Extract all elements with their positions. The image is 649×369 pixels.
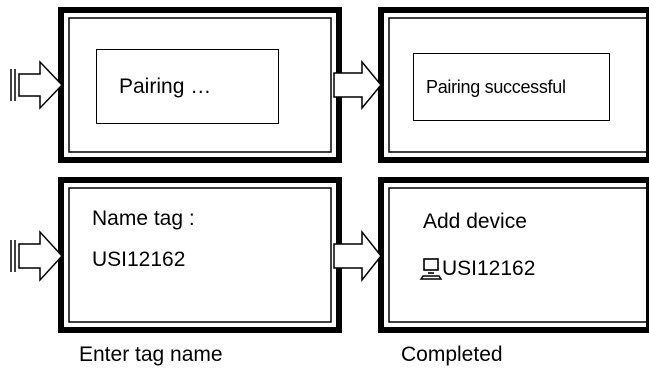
name-tag-label: Name tag : — [92, 207, 195, 230]
pairing-successful-message-box: Pairing successful — [413, 53, 610, 121]
pairing-successful-text: Pairing successful — [426, 76, 566, 97]
screen-completed-frame — [378, 177, 649, 333]
arrow-pairing-to-success — [333, 59, 382, 111]
computer-monitor-icon — [419, 258, 443, 280]
device-name: USI12162 — [442, 257, 536, 280]
pairing-message-box: Pairing … — [96, 49, 279, 124]
arrow-tag-to-completed — [333, 229, 382, 283]
entry-arrow-top — [10, 60, 64, 110]
add-device-title: Add device — [423, 210, 527, 233]
name-tag-value: USI12162 — [92, 248, 186, 271]
pairing-text: Pairing … — [119, 74, 212, 98]
caption-enter-tag-name: Enter tag name — [79, 343, 223, 366]
entry-arrow-bottom — [10, 230, 64, 282]
caption-completed: Completed — [401, 343, 503, 366]
